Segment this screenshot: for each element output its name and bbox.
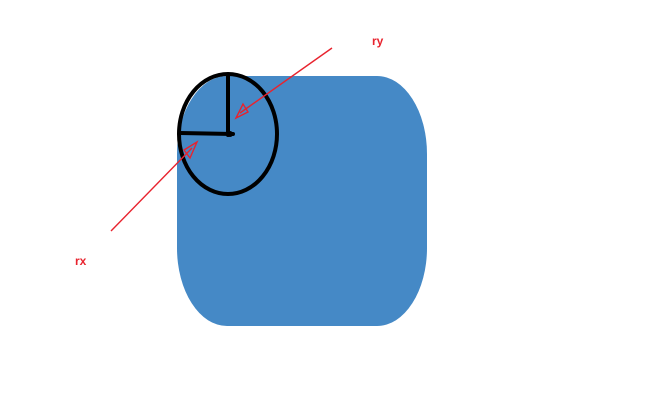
ry-arrow (234, 47, 333, 120)
rx-arrow (110, 140, 199, 232)
ellipse-center-dot (227, 131, 233, 137)
rounded-rectangle (177, 76, 427, 326)
rx-radius-line (178, 131, 235, 136)
ry-label: ry (372, 34, 384, 48)
rx-label: rx (75, 254, 87, 268)
